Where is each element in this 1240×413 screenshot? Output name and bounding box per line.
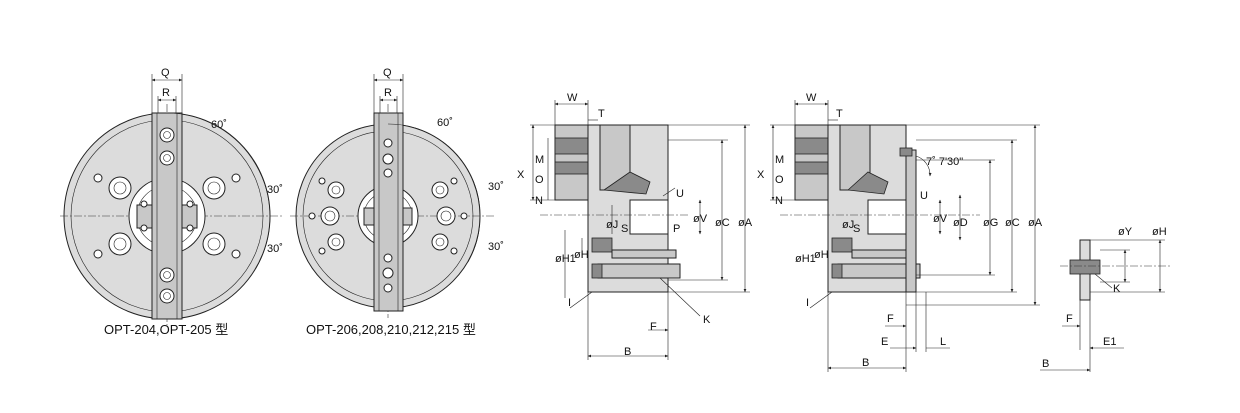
- front-view-large-caption: OPT-206,208,210,212,215 型: [306, 322, 476, 337]
- dim-f-label: F: [650, 321, 657, 333]
- angle-60-label: 60˚: [211, 119, 227, 131]
- dim-j-label: øJ: [606, 219, 618, 231]
- dim-b-label: B: [862, 357, 869, 369]
- dim-e-label: E: [881, 336, 888, 348]
- dim-r-label: R: [162, 87, 170, 99]
- dim-s-label: S: [853, 223, 860, 235]
- dim-s-label: S: [621, 223, 628, 235]
- dim-o-label: O: [775, 174, 784, 186]
- dim-i-label: I: [806, 297, 809, 309]
- dim-w-label: W: [806, 92, 817, 104]
- dim-m-label: M: [535, 154, 544, 166]
- front-view-small-caption: OPT-204,OPT-205 型: [104, 322, 228, 337]
- dim-h-label: øH: [814, 249, 829, 261]
- angle-60-label: 60˚: [437, 117, 453, 129]
- dim-q-label: Q: [161, 67, 170, 79]
- dim-i-label: I: [568, 297, 571, 309]
- dim-v-label: øV: [933, 213, 948, 225]
- dim-h1-label: øH1: [555, 253, 576, 265]
- angle-30-label: 30˚: [267, 243, 283, 255]
- dim-l-label: L: [940, 336, 946, 348]
- dim-n-label: N: [775, 195, 783, 207]
- dim-y-label: øY: [1118, 226, 1133, 238]
- dim-b-label: B: [1042, 358, 1049, 370]
- dim-f-label: F: [1066, 313, 1073, 325]
- dim-u-label: U: [920, 190, 928, 202]
- dim-u-label: U: [676, 188, 684, 200]
- section-view-2: W T X O M N 7˚ 7'30" U S øJ øV øD øG øC …: [757, 92, 1043, 372]
- dim-m-label: M: [775, 154, 784, 166]
- angle-30-label: 30˚: [488, 241, 504, 253]
- dim-t-label: T: [836, 108, 843, 120]
- dim-h-label: øH: [1152, 226, 1167, 238]
- dim-h1-label: øH1: [795, 253, 816, 265]
- dim-d-label: øD: [953, 217, 968, 229]
- dim-x-label: X: [517, 169, 525, 181]
- dim-n-label: N: [535, 195, 543, 207]
- dim-c-label: øC: [715, 217, 730, 229]
- section-view-1: W T X O M N U S P øJ øV øC øA øH1 øH I K…: [517, 92, 753, 360]
- taper-angle-label: 7˚ 7'30": [926, 156, 963, 168]
- dim-e1-label: E1: [1103, 336, 1116, 348]
- dim-w-label: W: [567, 92, 578, 104]
- dim-c-label: øC: [1005, 217, 1020, 229]
- dim-k-label: K: [703, 314, 711, 326]
- dim-b-label: B: [624, 346, 631, 358]
- dim-f-label: F: [887, 313, 894, 325]
- dim-j-label: øJ: [842, 219, 854, 231]
- dim-q-label: Q: [383, 67, 392, 79]
- dim-v-label: øV: [693, 213, 708, 225]
- front-view-small: 60˚ 30˚ 30˚ Q R OPT-204,OPT-205 型: [60, 67, 283, 337]
- dim-a-label: øA: [1028, 217, 1043, 229]
- dim-a-label: øA: [738, 217, 753, 229]
- dim-x-label: X: [757, 169, 765, 181]
- dim-t-label: T: [598, 108, 605, 120]
- detail-view: øY øH K F E1 B: [1040, 226, 1170, 372]
- dim-h-label: øH: [574, 249, 589, 261]
- front-view-large: 60˚ 30˚ 30˚ Q R OPT-206,208,210,212,215 …: [290, 67, 504, 337]
- dim-r-label: R: [384, 87, 392, 99]
- dim-p-label: P: [673, 223, 680, 235]
- dim-g-label: øG: [983, 217, 998, 229]
- angle-30-label: 30˚: [488, 181, 504, 193]
- angle-30-label: 30˚: [267, 184, 283, 196]
- dim-o-label: O: [535, 174, 544, 186]
- dim-k-label: K: [1113, 283, 1121, 295]
